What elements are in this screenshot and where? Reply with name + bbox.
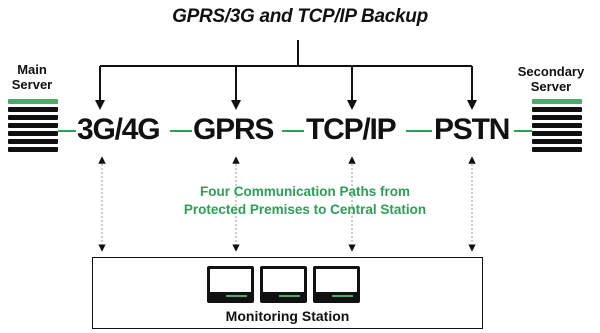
connector-3g4g-gprs [170, 130, 192, 132]
secondary-server-label-line1: Secondary [517, 64, 585, 79]
server-unit [532, 147, 582, 152]
server-unit [8, 123, 58, 128]
secondary-server-label: Secondary Server [506, 64, 596, 94]
server-unit [8, 107, 58, 112]
monitor-indicator [279, 295, 300, 297]
connector-main-3g4g [58, 130, 76, 132]
server-unit [532, 139, 582, 144]
server-unit [532, 123, 582, 128]
monitoring-station-box: Monitoring Station [92, 257, 483, 329]
server-unit [532, 131, 582, 136]
server-unit [8, 147, 58, 152]
monitor-indicator [226, 295, 247, 297]
paths-description: Four Communication Paths from Protected … [110, 183, 500, 219]
connector-gprs-tcpip [282, 130, 304, 132]
monitor-icon [313, 266, 360, 303]
path-label-tcpip: TCP/IP [306, 113, 397, 146]
path-label-gprs: GPRS [193, 113, 274, 146]
monitor-icon [207, 266, 254, 303]
secondary-server-rack-icon [532, 99, 582, 155]
monitoring-station-label: Monitoring Station [225, 308, 350, 324]
main-server-rack-icon [8, 99, 58, 155]
connector-tcpip-pstn [406, 130, 432, 132]
server-unit [532, 107, 582, 112]
connector-pstn-secondary [514, 130, 532, 132]
secondary-server-label-line2: Server [530, 79, 572, 94]
diagram-title: GPRS/3G and TCP/IP Backup [172, 6, 428, 27]
monitor-icon [260, 266, 307, 303]
server-unit [532, 99, 582, 104]
main-server-label-line1: Main [17, 62, 47, 77]
server-unit [8, 115, 58, 120]
monitor-indicator [332, 295, 353, 297]
server-unit [8, 131, 58, 136]
server-unit [8, 139, 58, 144]
main-server-label-line2: Server [11, 77, 53, 92]
path-label-3g4g: 3G/4G [77, 113, 161, 146]
server-unit [8, 99, 58, 104]
server-unit [532, 115, 582, 120]
description-line1: Four Communication Paths from [199, 184, 410, 199]
main-server-label: Main Server [6, 62, 58, 92]
description-line2: Protected Premises to Central Station [183, 202, 427, 217]
path-label-pstn: PSTN [434, 113, 510, 146]
